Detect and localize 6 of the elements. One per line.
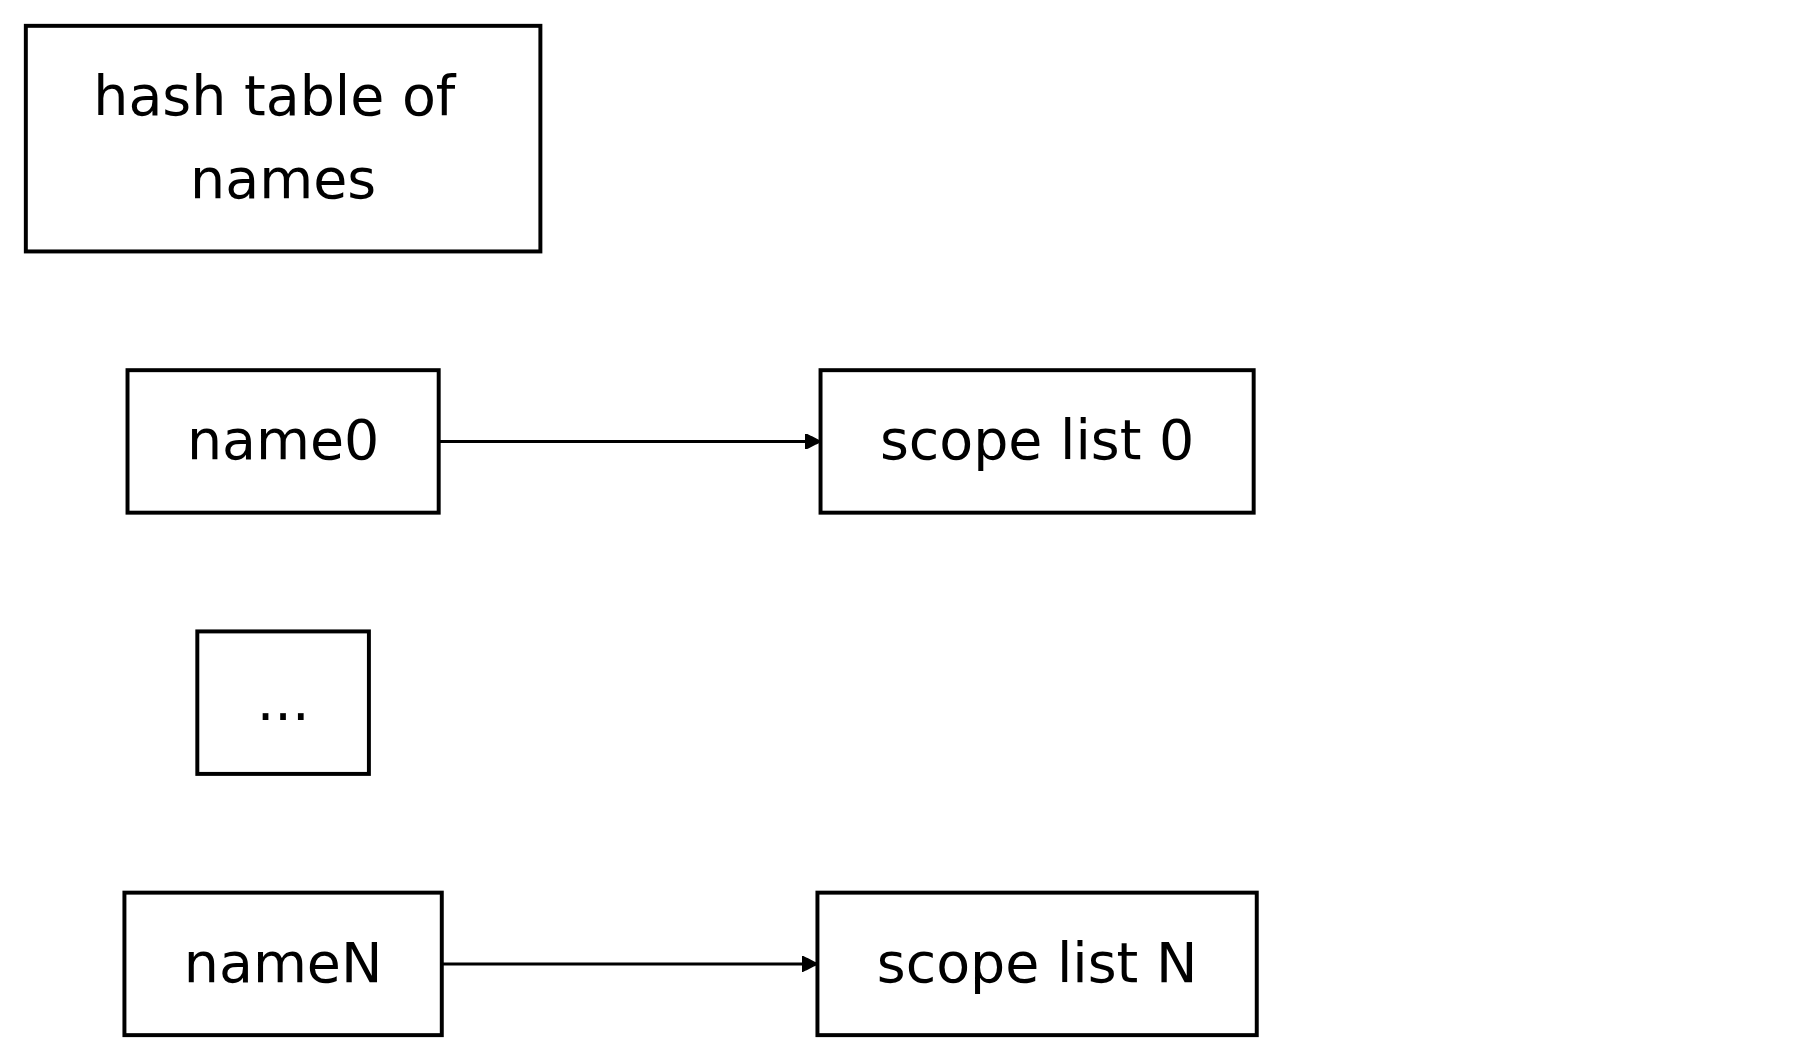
node-box: nameN — [122, 890, 444, 1038]
node-box: ... — [195, 629, 371, 776]
node-box: scope list N — [815, 890, 1259, 1038]
node-box: scope list 0 — [818, 368, 1256, 515]
node-box: hash table of names — [23, 23, 543, 254]
node-box: name0 — [125, 368, 441, 515]
